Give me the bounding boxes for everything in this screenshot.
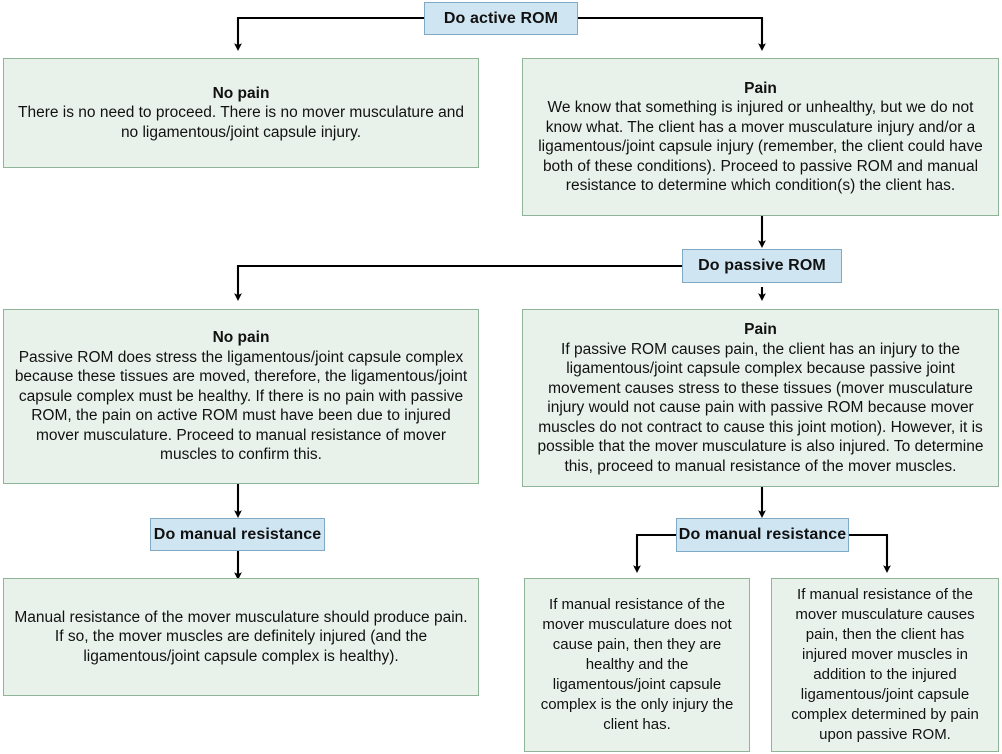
outcome-passive-pain-body: If passive ROM causes pain, the client h…	[537, 340, 984, 475]
outcome-manual-right-no-pain: If manual resistance of the mover muscul…	[524, 578, 750, 752]
outcome-active-no-pain-body: There is no need to proceed. There is no…	[17, 104, 465, 141]
outcome-active-pain: Pain We know that something is injured o…	[522, 58, 999, 216]
outcome-active-no-pain: No pain There is no need to proceed. The…	[3, 58, 479, 168]
outcome-passive-no-pain-title: No pain	[212, 329, 270, 347]
decision-do-manual-resistance-right[interactable]: Do manual resistance	[676, 518, 849, 552]
outcome-passive-no-pain: No pain Passive ROM does stress the liga…	[3, 309, 479, 484]
decision-do-manual-resistance-left-label: Do manual resistance	[153, 525, 322, 543]
outcome-manual-left-result-body: Manual resistance of the mover musculatu…	[14, 608, 468, 665]
outcome-passive-pain: Pain If passive ROM causes pain, the cli…	[522, 309, 999, 487]
decision-do-active-rom-label: Do active ROM	[443, 9, 559, 27]
outcome-manual-left-result: Manual resistance of the mover musculatu…	[3, 578, 479, 696]
outcome-manual-right-pain: If manual resistance of the mover muscul…	[771, 578, 999, 752]
outcome-passive-no-pain-body: Passive ROM does stress the ligamentous/…	[14, 348, 468, 464]
outcome-manual-right-pain-body: If manual resistance of the mover muscul…	[791, 586, 979, 743]
decision-do-manual-resistance-right-label: Do manual resistance	[678, 526, 847, 543]
decision-do-passive-rom-label: Do passive ROM	[698, 257, 826, 274]
outcome-manual-right-no-pain-body: If manual resistance of the mover muscul…	[540, 596, 734, 733]
outcome-active-no-pain-title: No pain	[212, 84, 270, 102]
decision-do-manual-resistance-left[interactable]: Do manual resistance	[150, 518, 325, 551]
decision-do-active-rom[interactable]: Do active ROM	[424, 2, 578, 35]
outcome-active-pain-title: Pain	[744, 79, 777, 97]
outcome-passive-pain-title: Pain	[744, 321, 777, 338]
decision-do-passive-rom[interactable]: Do passive ROM	[682, 249, 842, 283]
outcome-active-pain-body: We know that something is injured or unh…	[538, 99, 983, 194]
